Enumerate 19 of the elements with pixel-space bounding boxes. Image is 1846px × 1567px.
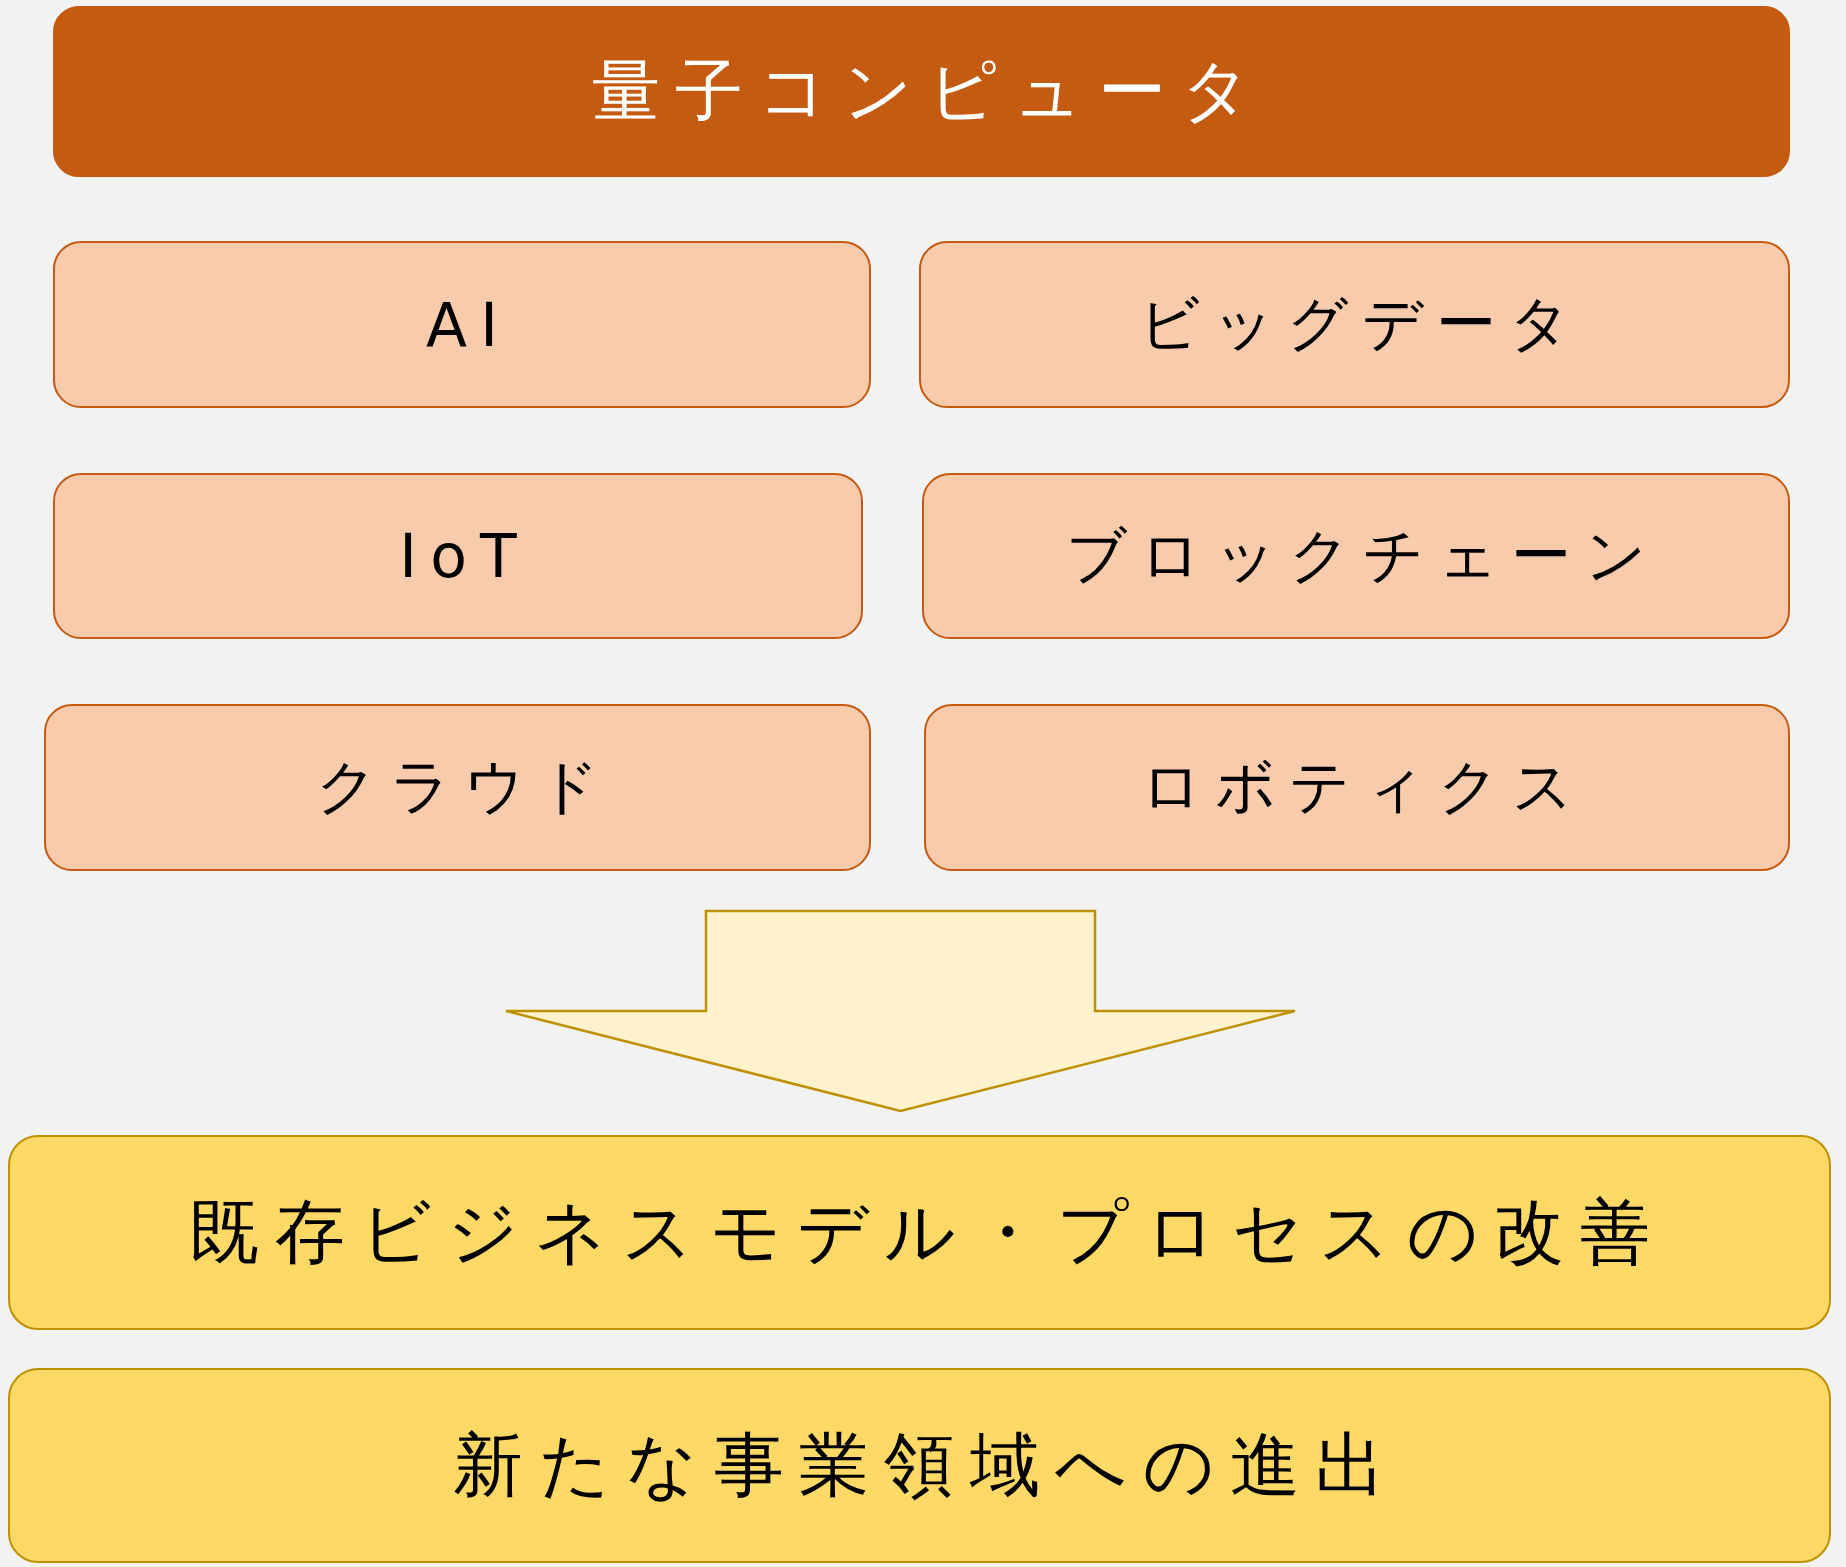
box-label: ロボティクス (1141, 750, 1587, 823)
rounded-box (44, 704, 871, 871)
rounded-box (53, 241, 871, 408)
rounded-box (8, 1135, 1831, 1330)
box-label: AI (426, 289, 512, 360)
box-label: 既存ビジネスモデル・プロセスの改善 (189, 1189, 1666, 1275)
rounded-box (919, 241, 1790, 408)
block-arrow (504, 909, 1297, 1113)
rounded-box (924, 704, 1790, 871)
rounded-box (922, 473, 1790, 639)
rounded-box (53, 473, 863, 639)
rounded-box (8, 1368, 1831, 1563)
box-label: IoT (399, 521, 530, 591)
title-banner (53, 6, 1790, 177)
box-label: ブロックチェーン (1066, 518, 1659, 592)
box-label: 量子コンピュータ (592, 50, 1266, 132)
box-label: クラウド (315, 750, 613, 823)
box-label: ビッグデータ (1139, 287, 1584, 360)
box-label: 新たな事業領域への進出 (453, 1422, 1401, 1508)
